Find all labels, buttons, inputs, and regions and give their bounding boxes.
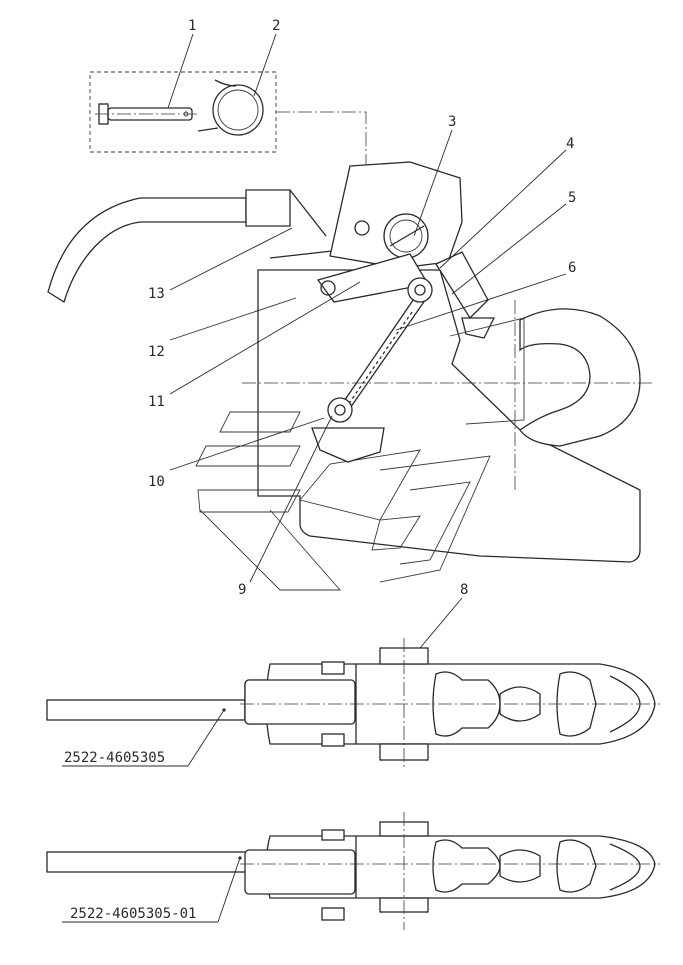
callout-13: 13 [148, 286, 165, 302]
handle-bracket [245, 189, 291, 227]
drawbar-shank [46, 699, 246, 721]
detail-frame [89, 71, 277, 153]
plan-view-top [46, 638, 660, 770]
callout-11: 11 [148, 394, 165, 410]
phantom-outlines [195, 317, 525, 591]
hook-jaw [519, 308, 641, 447]
callout-10: 10 [148, 474, 165, 490]
callout-12: 12 [148, 344, 165, 360]
callout-1: 1 [188, 18, 196, 34]
pin-part [95, 103, 198, 125]
pin-and-clip-detail [89, 71, 372, 216]
callout-4: 4 [566, 136, 574, 152]
callout-8: 8 [460, 582, 468, 598]
release-handle [47, 197, 247, 304]
leader-lines [62, 33, 567, 923]
part-number-bottom: 2522-4605305-01 [70, 906, 196, 922]
hitch-body [257, 269, 641, 563]
callout-9: 9 [238, 582, 246, 598]
callout-labels: 1 2 3 4 5 6 8 9 10 11 12 13 2522-4605305… [64, 18, 576, 922]
callout-3: 3 [448, 114, 456, 130]
latch-housing [329, 161, 463, 269]
callout-6: 6 [568, 260, 576, 276]
drawbar-shank-long [46, 851, 268, 873]
callout-2: 2 [272, 18, 280, 34]
hitch-side-view [47, 161, 655, 591]
part-number-top: 2522-4605305 [64, 750, 165, 766]
spring-rod [327, 277, 433, 423]
spring-clip-part [197, 79, 264, 136]
callout-5: 5 [568, 190, 576, 206]
plan-view-bottom [46, 812, 660, 930]
